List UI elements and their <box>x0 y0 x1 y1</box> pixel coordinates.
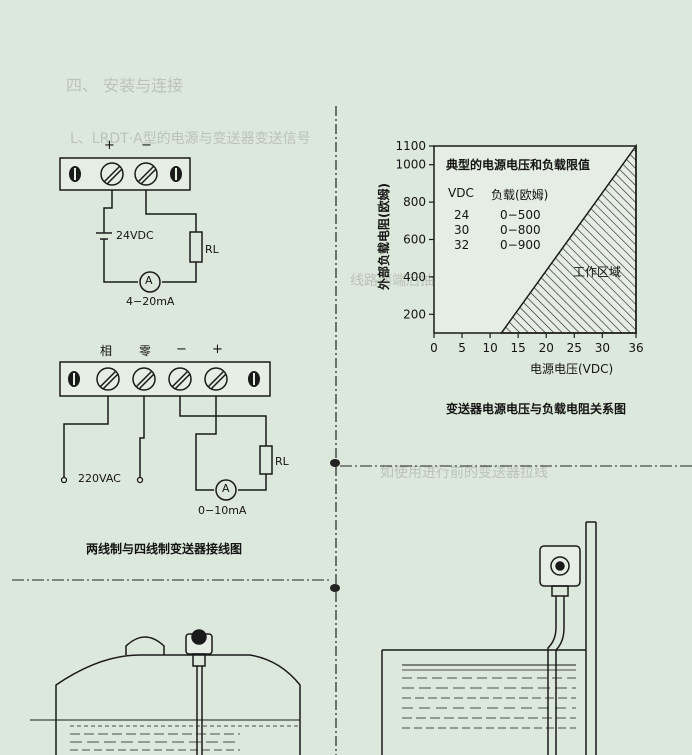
four-wire-current-label: 0−10mA <box>198 504 247 517</box>
show-through-text: 如使用进行前的变送器拉线 <box>380 465 548 481</box>
x-tick-label: 20 <box>539 341 554 355</box>
x-tick-label: 15 <box>511 341 526 355</box>
x-tick-label: 5 <box>458 341 466 355</box>
x-tick-label: 25 <box>567 341 582 355</box>
four-wire-minus-label: − <box>176 342 187 357</box>
working-region <box>499 143 637 334</box>
two-wire-supply-label: 24VDC <box>116 229 154 242</box>
two-wire-meter-symbol: A <box>145 274 153 287</box>
region-label: 工作区域 <box>573 265 622 279</box>
four-wire-phase-label: 相 <box>100 344 113 358</box>
two-wire-current-label: 4−20mA <box>126 295 175 308</box>
x-tick-label: 30 <box>595 341 610 355</box>
table-cell: 32 <box>454 238 470 252</box>
y-tick-label: 600 <box>403 233 426 247</box>
y-tick-label: 800 <box>403 195 426 209</box>
four-wire-load-label: RL <box>275 455 289 468</box>
four-wire-neutral-label: 零 <box>139 344 152 358</box>
table-header-load: 负载(欧姆) <box>491 188 549 202</box>
show-through-text: L、LRDT·A型的电源与变送器变送信号 <box>70 131 311 147</box>
two-wire-minus-label: − <box>141 138 152 153</box>
wiring-caption: 两线制与四线制变送器接线图 <box>86 542 243 556</box>
chart-title: 典型的电源电压和负载限值 <box>446 158 591 172</box>
x-tick-label: 36 <box>628 341 643 355</box>
table-cell: 0−500 <box>500 208 541 222</box>
chart-caption: 变送器电源电压与负载电阻关系图 <box>446 402 627 416</box>
chart-ylabel: 外部负载电阻(欧姆) <box>376 183 391 290</box>
y-tick-label: 1100 <box>395 139 426 153</box>
table-cell: 0−800 <box>500 223 541 237</box>
tank-illustration-left <box>30 629 301 755</box>
four-wire-meter-symbol: A <box>222 482 230 495</box>
x-tick-label: 10 <box>482 341 497 355</box>
y-tick-label: 400 <box>403 270 426 284</box>
two-wire-diagram <box>59 157 203 293</box>
two-wire-load-label: RL <box>205 243 219 256</box>
y-tick-label: 1000 <box>395 158 426 172</box>
four-wire-diagram <box>59 361 273 501</box>
table-cell: 30 <box>454 223 470 237</box>
load-limit-chart: 200 400 600 800 1000 1100 0 5 10 15 20 25 30 36 <box>395 139 643 355</box>
show-through-text: 四、 安装与连接 <box>66 76 184 95</box>
table-cell: 0−900 <box>500 238 541 252</box>
chart-xlabel: 电源电压(VDC) <box>530 362 614 376</box>
four-wire-plus-label: + <box>212 342 223 357</box>
y-tick-label: 200 <box>403 307 426 321</box>
four-wire-supply-label: 220VAC <box>78 472 121 485</box>
x-tick-label: 0 <box>430 341 438 355</box>
table-header-vdc: VDC <box>448 186 474 200</box>
table-cell: 24 <box>454 208 470 222</box>
two-wire-plus-label: + <box>104 138 115 153</box>
tank-illustration-right <box>381 521 597 755</box>
